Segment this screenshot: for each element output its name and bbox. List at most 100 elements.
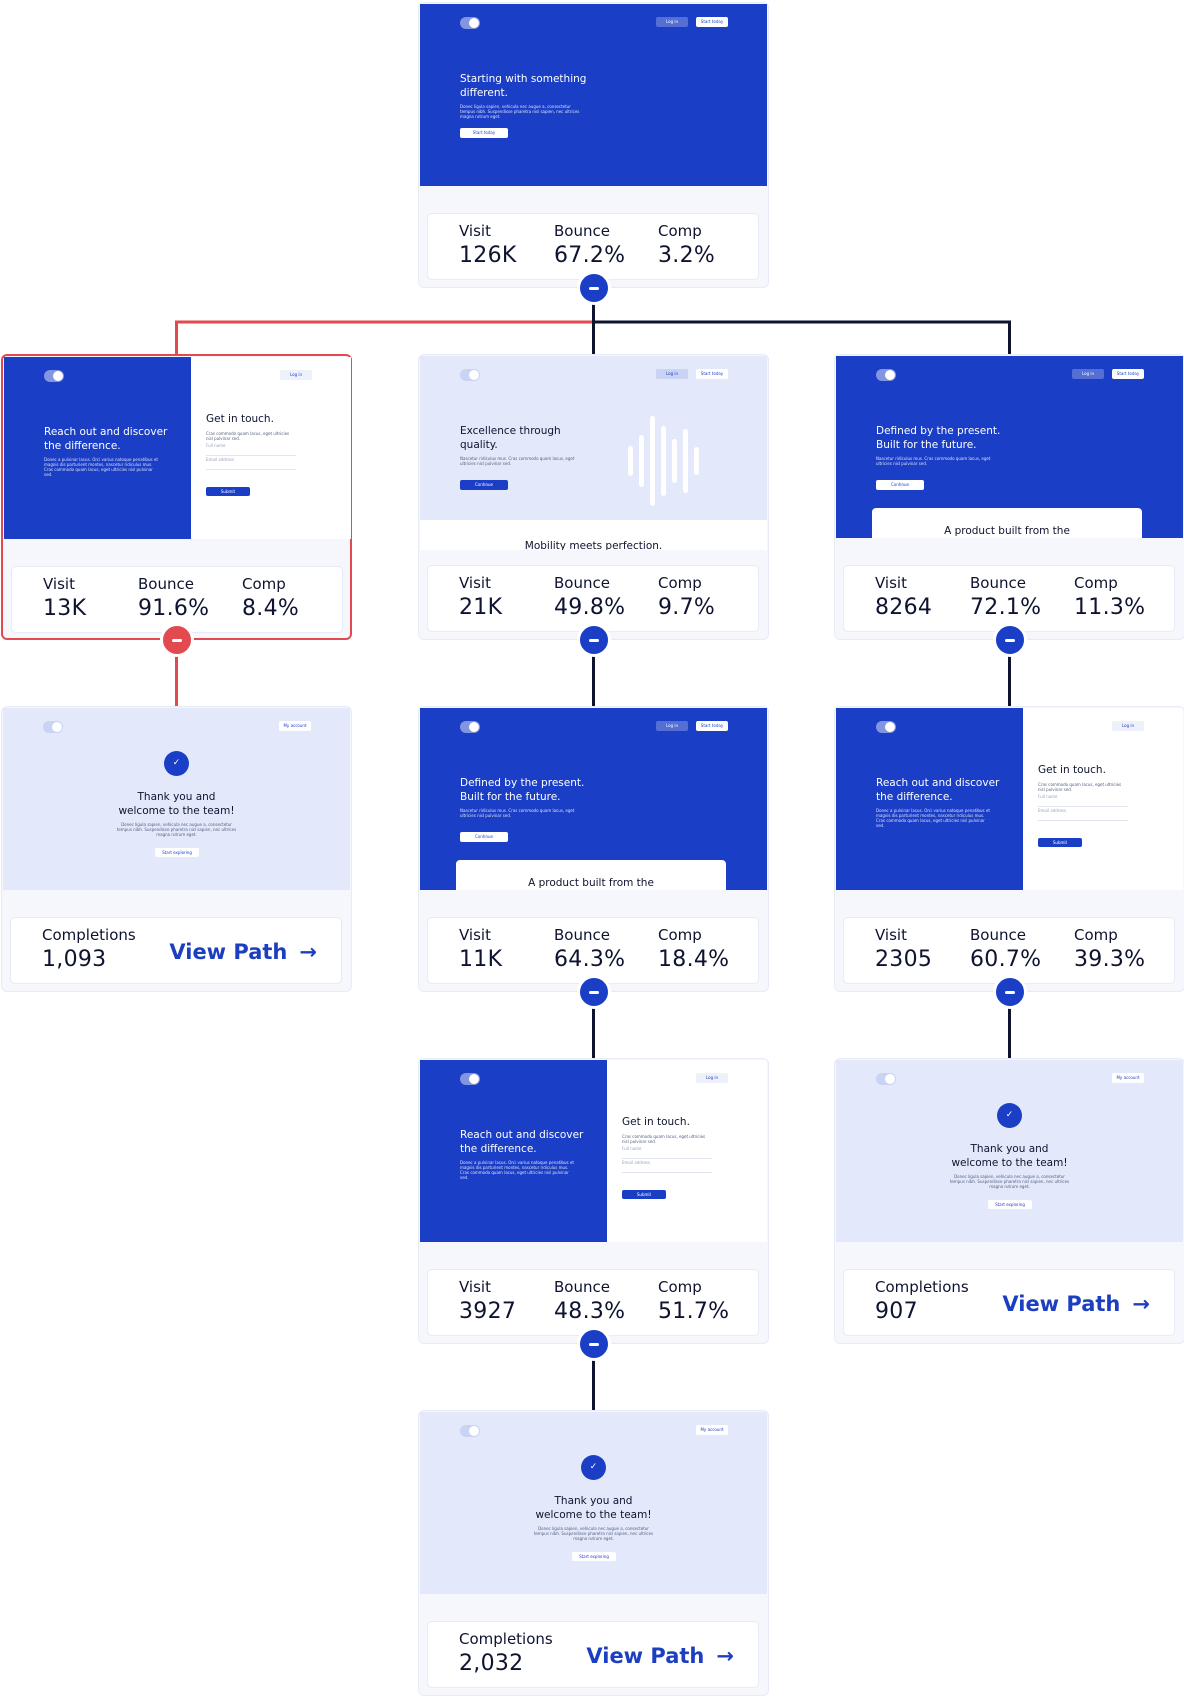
page-thumbnail[interactable]: My account✓Thank you and welcome to the … <box>836 1060 1183 1242</box>
feature-card-title: A product built from the ground up for s… <box>944 525 1070 537</box>
stat-value: 60.7% <box>970 947 1042 972</box>
form-title: Get in touch. <box>1038 764 1106 776</box>
nav-button[interactable]: Log in <box>280 370 312 380</box>
submit-button[interactable]: Submit <box>206 487 250 496</box>
nav-button[interactable]: Log in <box>696 1073 728 1083</box>
collapse-toggle-button[interactable] <box>992 623 1027 657</box>
submit-button[interactable]: Submit <box>1038 838 1082 847</box>
stat-label: Bounce <box>554 574 610 592</box>
stat-value: 72.1% <box>970 595 1042 620</box>
form-field[interactable]: Full name <box>206 443 296 456</box>
nav-button[interactable]: Log in <box>656 369 688 379</box>
stat-label: Bounce <box>138 575 194 593</box>
form-field[interactable]: Email address <box>1038 808 1128 821</box>
stat-label: Completions <box>459 1630 553 1648</box>
nav-button[interactable]: Log in <box>1072 369 1104 379</box>
form-field[interactable]: Full name <box>622 1146 712 1159</box>
stat-label: Visit <box>459 574 491 592</box>
submit-button[interactable]: Submit <box>622 1190 666 1199</box>
stat-label: Completions <box>875 1278 969 1296</box>
collapse-toggle-button[interactable] <box>159 623 194 657</box>
page-thumbnail[interactable]: My account✓Thank you and welcome to the … <box>420 1412 767 1594</box>
form-body: Cras commodo quam lacus, eget ultricies … <box>206 431 290 441</box>
logo <box>876 1073 896 1085</box>
collapse-toggle-button[interactable] <box>576 623 611 657</box>
form-field[interactable]: Full name <box>1038 794 1128 807</box>
feature-card-title: A product built from the ground up for s… <box>528 877 654 889</box>
page-thumbnail[interactable]: My account✓Thank you and welcome to the … <box>3 708 350 890</box>
hero-button[interactable]: Continue <box>460 480 508 490</box>
nav-button[interactable]: Start today <box>696 369 728 379</box>
collapse-toggle-button[interactable] <box>576 271 611 305</box>
collapse-toggle-button[interactable] <box>992 975 1027 1009</box>
page-node-thanks-c[interactable]: My account✓Thank you and welcome to the … <box>418 1410 769 1696</box>
nav-button[interactable]: Log in <box>656 17 688 27</box>
account-button[interactable]: My account <box>696 1425 728 1435</box>
stat-value: 49.8% <box>554 595 626 620</box>
nav-button[interactable]: Start today <box>696 17 728 27</box>
stat-value: 2305 <box>875 947 933 972</box>
waveform-bar <box>683 429 688 493</box>
nav-button[interactable]: Start today <box>696 721 728 731</box>
collapse-toggle-button[interactable] <box>576 1327 611 1361</box>
form-field[interactable]: Email address <box>622 1160 712 1173</box>
logo <box>876 369 896 381</box>
connector-landing-contact-a <box>175 288 595 354</box>
view-path-link[interactable]: View Path→ <box>586 1644 734 1668</box>
collapse-toggle-button[interactable] <box>576 975 611 1009</box>
stat-value: 48.3% <box>554 1299 626 1324</box>
stat-label: Comp <box>658 222 702 240</box>
page-node-thanks-b[interactable]: My account✓Thank you and welcome to the … <box>834 1058 1184 1344</box>
account-button[interactable]: My account <box>1112 1073 1144 1083</box>
start-exploring-button[interactable]: Start exploring <box>155 848 199 857</box>
stat-value: 21K <box>459 595 503 620</box>
account-button[interactable]: My account <box>279 721 311 731</box>
view-path-link[interactable]: View Path→ <box>169 940 317 964</box>
stat-label: Visit <box>459 1278 491 1296</box>
arrow-right-icon: → <box>1132 1292 1150 1316</box>
form-body: Cras commodo quam lacus, eget ultricies … <box>622 1134 706 1144</box>
nav-button[interactable]: Log in <box>656 721 688 731</box>
thanks-headline: Thank you and welcome to the team! <box>951 1143 1068 1169</box>
nav-button[interactable]: Log in <box>1112 721 1144 731</box>
page-node-thanks-a[interactable]: My account✓Thank you and welcome to the … <box>1 706 352 992</box>
start-exploring-button[interactable]: Start exploring <box>572 1552 616 1561</box>
nav-button[interactable]: Start today <box>1112 369 1144 379</box>
start-exploring-button[interactable]: Start exploring <box>988 1200 1032 1209</box>
stat-value: 11K <box>459 947 503 972</box>
hero-body: Donec a pulvinar lacus. Orci varius nato… <box>44 457 158 477</box>
thanks-headline: Thank you and welcome to the team! <box>535 1495 652 1521</box>
hero-button[interactable]: Continue <box>460 832 508 842</box>
stat-value: 9.7% <box>658 595 716 620</box>
hero-body: Nascetur ridiculus mus. Cras commodo qua… <box>876 456 991 466</box>
thanks-body: Donec ligula sapien, vehicula nec augue … <box>533 1526 654 1541</box>
hero-button[interactable]: Start today <box>460 128 508 138</box>
hero-button[interactable]: Continue <box>876 480 924 490</box>
view-path-link[interactable]: View Path→ <box>1002 1292 1150 1316</box>
form-field[interactable]: Email address <box>206 457 296 470</box>
stat-label: Visit <box>459 222 491 240</box>
stat-label: Comp <box>658 574 702 592</box>
